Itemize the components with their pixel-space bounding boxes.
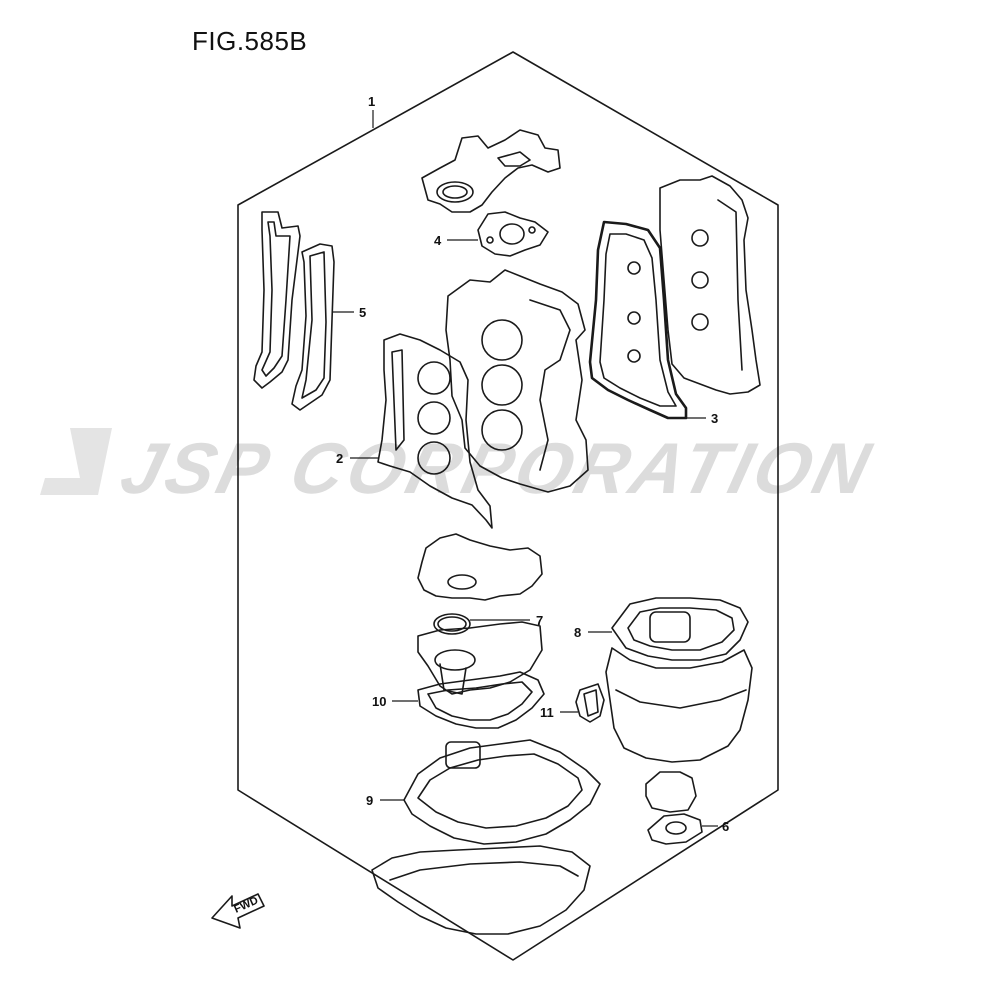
o-ring-7: [433, 613, 471, 635]
timing-cover-gasket: [421, 129, 561, 213]
arrow-icon: [211, 893, 265, 929]
gasket-4-hole: [499, 223, 525, 245]
seal-plate-6-hole: [665, 821, 687, 835]
kit-frame: [237, 51, 779, 961]
cylinder-bore-1: [481, 319, 523, 361]
cover-gasket-plug-2: [627, 311, 641, 325]
watermark: JSP CORPORATION: [40, 428, 881, 509]
head-cover-gasket: [588, 220, 688, 420]
lower-case: [371, 845, 591, 935]
callout-4: 4: [434, 233, 442, 248]
strainer-port: [434, 649, 476, 671]
o-ring-7-inner: [437, 616, 467, 632]
gasket-11-inner: [583, 689, 599, 717]
gasket-4: [477, 211, 549, 257]
cylinder-head-cover: [659, 175, 761, 395]
cylinder-bore-2: [481, 364, 523, 406]
cylinder-block: [445, 269, 589, 493]
gasket-4-bolt-a: [486, 236, 494, 244]
callout-9: 9: [366, 793, 373, 808]
head-gasket-slot: [391, 349, 405, 451]
figure-title: FIG.585B: [192, 26, 308, 56]
oil-pump-housing: [417, 533, 543, 601]
head-gasket-bore-2: [417, 401, 451, 435]
exhaust-gasket-inner: [291, 243, 335, 411]
watermark-text: JSP CORPORATION: [113, 429, 881, 509]
cover-port-1: [691, 229, 709, 247]
gasket-9-inner: [417, 753, 583, 829]
gasket-10: [417, 671, 545, 729]
callout-5: 5: [359, 305, 366, 320]
cover-port-3: [691, 313, 709, 331]
seal-plate-6: [647, 813, 703, 845]
gasket-4-bolt-b: [528, 226, 536, 234]
gasket-9: [403, 739, 601, 845]
exhaust-gasket-outer-inner: [261, 221, 291, 377]
oil-pan-ridge: [615, 689, 747, 709]
callout-8: 8: [574, 625, 581, 640]
head-gasket-bore-3: [417, 441, 451, 475]
gasket-9-window: [445, 741, 481, 769]
timing-cover-bore: [436, 181, 474, 203]
callout-7: 7: [536, 613, 543, 628]
gasket-8-window: [649, 611, 691, 643]
callout-6: 6: [722, 819, 729, 834]
cover-gasket-plug-1: [627, 261, 641, 275]
exhaust-gasket-inner-line: [301, 251, 327, 399]
callout-10: 10: [372, 694, 386, 709]
strainer-plate: [417, 621, 543, 695]
timing-cover-slot: [497, 151, 531, 167]
oil-pan-body: [605, 647, 753, 763]
timing-cover-bore-inner: [442, 185, 468, 199]
callout-2: 2: [336, 451, 343, 466]
exhaust-gasket-outer: [253, 211, 301, 389]
head-gasket: [377, 333, 493, 529]
gasket-8-inner: [627, 607, 735, 651]
cover-port-2: [691, 271, 709, 289]
oil-pump-port: [447, 574, 477, 590]
cover-ridge: [717, 199, 743, 371]
gasket-11: [575, 683, 605, 723]
cylinder-bore-3: [481, 409, 523, 451]
callout-3: 3: [711, 411, 718, 426]
head-gasket-bore-1: [417, 361, 451, 395]
callout-11: 11: [540, 705, 554, 720]
drain-block: [645, 771, 697, 813]
gasket-10-inner: [427, 681, 533, 721]
block-side-detail: [529, 299, 571, 471]
lower-case-ridge: [389, 861, 579, 881]
head-cover-gasket-inner: [599, 233, 677, 407]
callout-1: 1: [368, 94, 375, 109]
gasket-8: [611, 597, 749, 661]
cover-gasket-plug-3: [627, 349, 641, 363]
fwd-arrow: FWD: [211, 893, 265, 929]
